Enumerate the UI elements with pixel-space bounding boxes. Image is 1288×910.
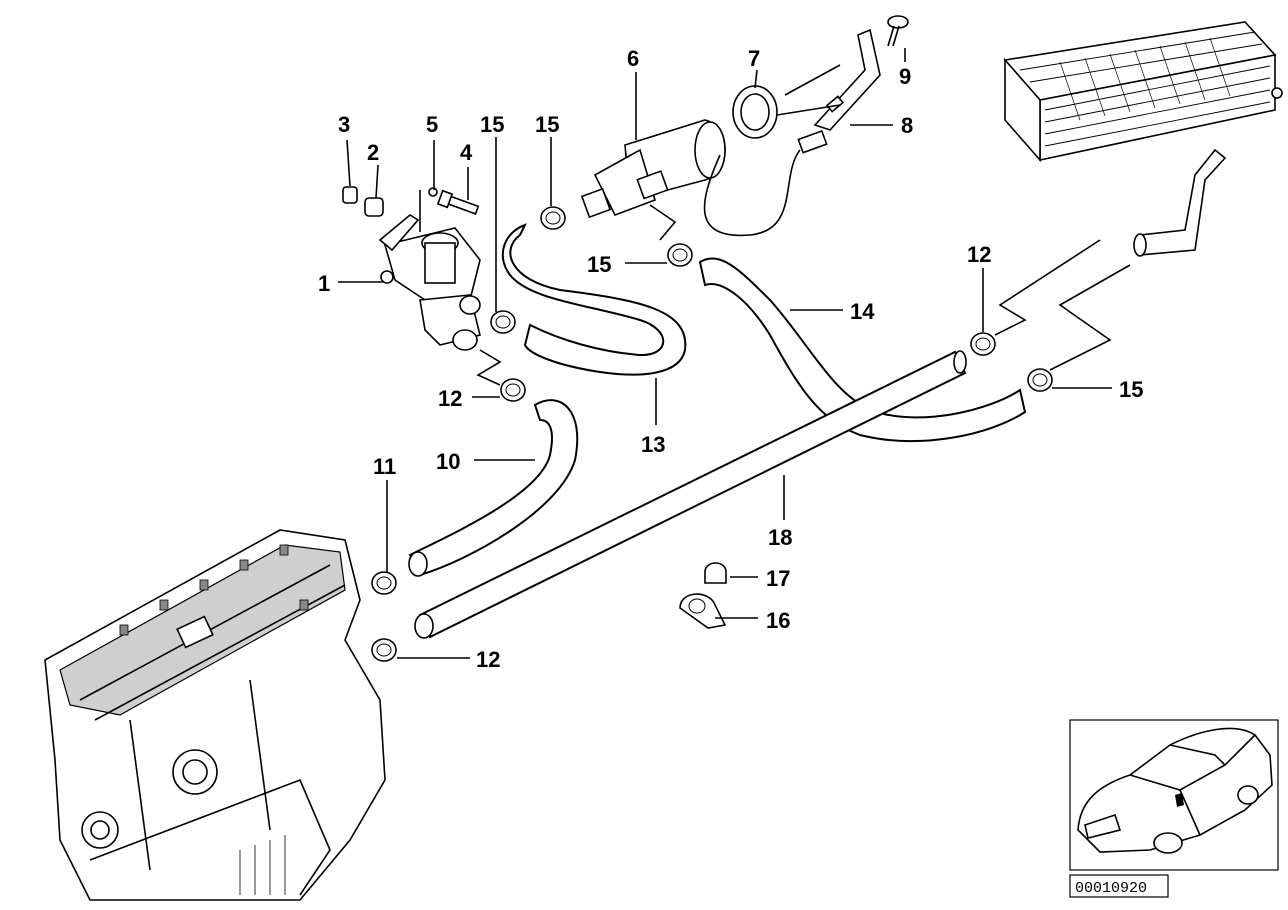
reference-code: 00010920 (1075, 880, 1147, 897)
hose-clip[interactable] (679, 593, 727, 629)
hose-clamp[interactable] (490, 310, 516, 334)
hose-clamp[interactable] (970, 332, 996, 356)
callout-6: 6 (627, 46, 639, 71)
callout-12-heater: 12 (967, 242, 991, 267)
hose-clamp[interactable] (667, 243, 693, 267)
callout-13: 13 (641, 432, 665, 457)
callout-1: 1 (318, 271, 330, 296)
heater-control-valve[interactable] (378, 214, 481, 351)
callout-17: 17 (766, 566, 790, 591)
callout-12-engine: 12 (476, 647, 500, 672)
screw[interactable] (887, 15, 909, 47)
hose-13[interactable] (501, 223, 687, 376)
callout-15-top: 15 (535, 112, 559, 137)
hose-10[interactable] (408, 399, 579, 577)
hose-clamp[interactable] (540, 206, 566, 230)
reference-code-box: 00010920 (1069, 874, 1169, 898)
car-thumbnail (1069, 719, 1279, 871)
engine-block (44, 529, 386, 901)
hose-clamp[interactable] (371, 638, 397, 662)
callout-15-pump: 15 (587, 252, 611, 277)
callout-2: 2 (367, 140, 379, 165)
callout-3: 3 (338, 112, 350, 137)
callout-15-valve: 15 (480, 112, 504, 137)
grommet[interactable] (364, 197, 384, 217)
pump-bracket[interactable] (813, 28, 881, 131)
hose-clamp[interactable] (371, 571, 397, 595)
callout-4: 4 (460, 140, 473, 165)
washer[interactable] (428, 187, 438, 197)
callout-9: 9 (899, 64, 911, 89)
callout-labels: 1 2 3 4 5 6 7 8 9 10 11 12 12 12 13 14 1… (318, 46, 1143, 672)
rubber-cap[interactable] (704, 562, 727, 584)
electric-water-pump[interactable] (580, 119, 828, 237)
callout-11: 11 (373, 454, 396, 479)
callout-5: 5 (426, 112, 438, 137)
callout-10: 10 (436, 449, 460, 474)
seal-ring[interactable] (732, 85, 778, 139)
callout-8: 8 (901, 113, 913, 138)
callout-16: 16 (766, 608, 790, 633)
callout-18: 18 (768, 525, 792, 550)
heater-core[interactable] (1003, 21, 1283, 257)
callout-14: 14 (850, 299, 875, 324)
leader-lines (338, 48, 1131, 659)
callout-7: 7 (748, 46, 760, 71)
callout-12-valve: 12 (438, 386, 462, 411)
bolt[interactable] (436, 189, 480, 215)
callout-15-heater: 15 (1119, 377, 1143, 402)
cap[interactable] (342, 186, 358, 204)
hose-14[interactable] (698, 257, 1027, 443)
hose-clamp[interactable] (500, 378, 526, 402)
hose-clamp[interactable] (1027, 368, 1053, 392)
